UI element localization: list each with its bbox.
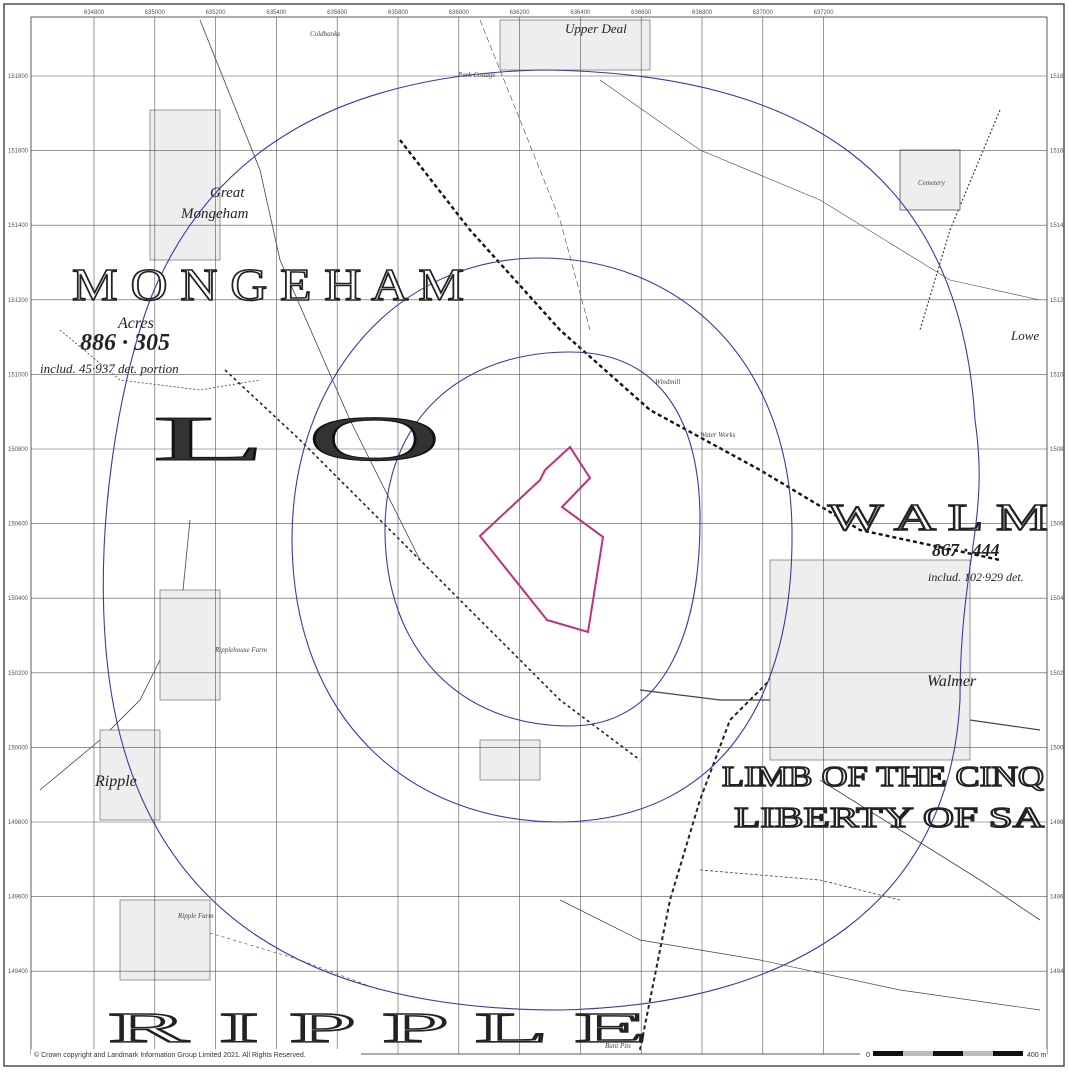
x-tick-label: 634800 bbox=[84, 10, 105, 16]
railway-line bbox=[399, 139, 1001, 562]
y-axis-labels: 151800 151600 151400 151200 151000 150800 1506… bbox=[8, 74, 29, 975]
y-tick-label-right: 1500 bbox=[1050, 745, 1064, 751]
coordinate-grid bbox=[31, 17, 1047, 1054]
place-lowe: Lowe bbox=[1010, 328, 1039, 343]
y-tick-label: 150800 bbox=[8, 447, 29, 453]
x-tick-label: 637000 bbox=[753, 10, 774, 16]
place-upper-deal: Upper Deal bbox=[565, 21, 627, 36]
copyright-notice: © Crown copyright and Landmark Informati… bbox=[34, 1051, 306, 1059]
x-tick-label: 636000 bbox=[449, 10, 470, 16]
map-border bbox=[3, 3, 1065, 1067]
place-park-cottage: Park Cottage bbox=[457, 71, 496, 79]
parish-liberty: LIBERTY OF SA bbox=[734, 803, 1045, 834]
road-7 bbox=[919, 109, 1001, 331]
parish-mongeham: M O N G E H A M bbox=[72, 259, 464, 310]
map-inner-border bbox=[30, 16, 1048, 1055]
y-tick-label: 151600 bbox=[8, 149, 29, 155]
parish-mongeham-detail: includ. 45·937 det. portion bbox=[40, 361, 179, 376]
y-tick-label-right: 1516 bbox=[1050, 149, 1064, 155]
y-tick-label-right: 1518 bbox=[1050, 74, 1064, 80]
place-ripple: Ripple bbox=[94, 773, 137, 790]
parish-mongeham-acres-word: Acres bbox=[117, 315, 154, 332]
place-walmer: Walmer bbox=[927, 673, 977, 690]
y-tick-label: 151800 bbox=[8, 74, 29, 80]
place-great: Great bbox=[210, 185, 245, 201]
road-4 bbox=[39, 519, 191, 791]
road-11 bbox=[699, 869, 901, 901]
x-tick-label: 636200 bbox=[510, 10, 531, 16]
parish-wal-acres: 867 · 444 bbox=[932, 540, 1000, 560]
scale-label: 400 m bbox=[1027, 1052, 1047, 1059]
y-tick-label-right: 1502 bbox=[1050, 671, 1064, 677]
parish-lo: L O bbox=[152, 403, 442, 474]
y-tick-label: 150600 bbox=[8, 522, 29, 528]
x-axis-labels: 634800 635000 635200 635400 635600 635800 6360… bbox=[84, 10, 834, 16]
y-tick-label: 150000 bbox=[8, 745, 29, 751]
parish-ripple: R I P P L E bbox=[108, 1006, 648, 1052]
scale-bar: 0 400 m bbox=[860, 1049, 1047, 1059]
y-tick-label: 151200 bbox=[8, 298, 29, 304]
buffer-ring-middle bbox=[291, 257, 793, 823]
scale-zero-label: 0 bbox=[866, 1052, 870, 1059]
y-tick-label: 150200 bbox=[8, 671, 29, 677]
x-tick-label: 637200 bbox=[814, 10, 835, 16]
place-windmill: Windmill bbox=[655, 378, 680, 386]
y-tick-label: 149600 bbox=[8, 895, 29, 901]
y-tick-label-right: 1512 bbox=[1050, 298, 1064, 304]
road-2 bbox=[199, 19, 421, 561]
y-tick-label: 151400 bbox=[8, 223, 29, 229]
road-5 bbox=[479, 19, 591, 331]
site-boundary[interactable] bbox=[478, 445, 605, 634]
y-tick-label-right: 1504 bbox=[1050, 596, 1064, 602]
y-axis-labels-right: 1518 1516 1514 1512 1510 1508 1506 1504 1502 1500… bbox=[1050, 74, 1064, 975]
y-tick-label-right: 1508 bbox=[1050, 447, 1064, 453]
place-bunt-pits: Bunt Pits bbox=[605, 1042, 631, 1050]
y-tick-label-right: 1506 bbox=[1050, 522, 1064, 528]
x-tick-label: 635600 bbox=[327, 10, 348, 16]
y-tick-label-right: 1498 bbox=[1050, 820, 1064, 826]
road-6 bbox=[599, 79, 1041, 301]
y-tick-label-right: 1496 bbox=[1050, 895, 1064, 901]
road-3 bbox=[59, 329, 261, 391]
parish-mongeham-acres: 886 · 305 bbox=[80, 330, 170, 356]
x-tick-label: 636600 bbox=[631, 10, 652, 16]
y-tick-label: 151000 bbox=[8, 372, 29, 378]
settlements bbox=[99, 19, 971, 981]
x-tick-label: 635400 bbox=[266, 10, 287, 16]
place-mongeham: Mongeham bbox=[180, 206, 249, 222]
y-tick-label: 149400 bbox=[8, 969, 29, 975]
y-tick-label-right: 1510 bbox=[1050, 372, 1064, 378]
y-tick-label-right: 1514 bbox=[1050, 223, 1064, 229]
parish-wal-detail: includ. 102·929 det. bbox=[928, 570, 1024, 584]
x-tick-label: 635800 bbox=[388, 10, 409, 16]
place-ripplehouse-farm: Ripplehouse Farm bbox=[214, 646, 267, 654]
x-tick-label: 636400 bbox=[570, 10, 591, 16]
y-tick-label: 149800 bbox=[8, 820, 29, 826]
y-tick-label-right: 1494 bbox=[1050, 969, 1064, 975]
road-8 bbox=[559, 899, 1041, 1011]
place-water-works: Water Works bbox=[700, 431, 736, 439]
y-tick-label: 150400 bbox=[8, 596, 29, 602]
x-tick-label: 636800 bbox=[692, 10, 713, 16]
x-tick-label: 635000 bbox=[145, 10, 166, 16]
road-10 bbox=[819, 779, 1041, 921]
parish-limb: LIMB OF THE CINQ bbox=[722, 762, 1044, 793]
buffer-ring-outer bbox=[102, 69, 980, 1011]
parish-wal: W A L M bbox=[828, 497, 1048, 539]
x-tick-label: 635200 bbox=[206, 10, 227, 16]
buffer-rings bbox=[102, 69, 980, 1011]
place-cemetery: Cemetery bbox=[918, 179, 946, 187]
railway-line-2 bbox=[224, 369, 641, 761]
buffer-ring-inner bbox=[384, 351, 701, 727]
place-ripple-farm: Ripple Farm bbox=[177, 912, 214, 920]
place-coldbanks: Coldbanks bbox=[310, 30, 340, 38]
